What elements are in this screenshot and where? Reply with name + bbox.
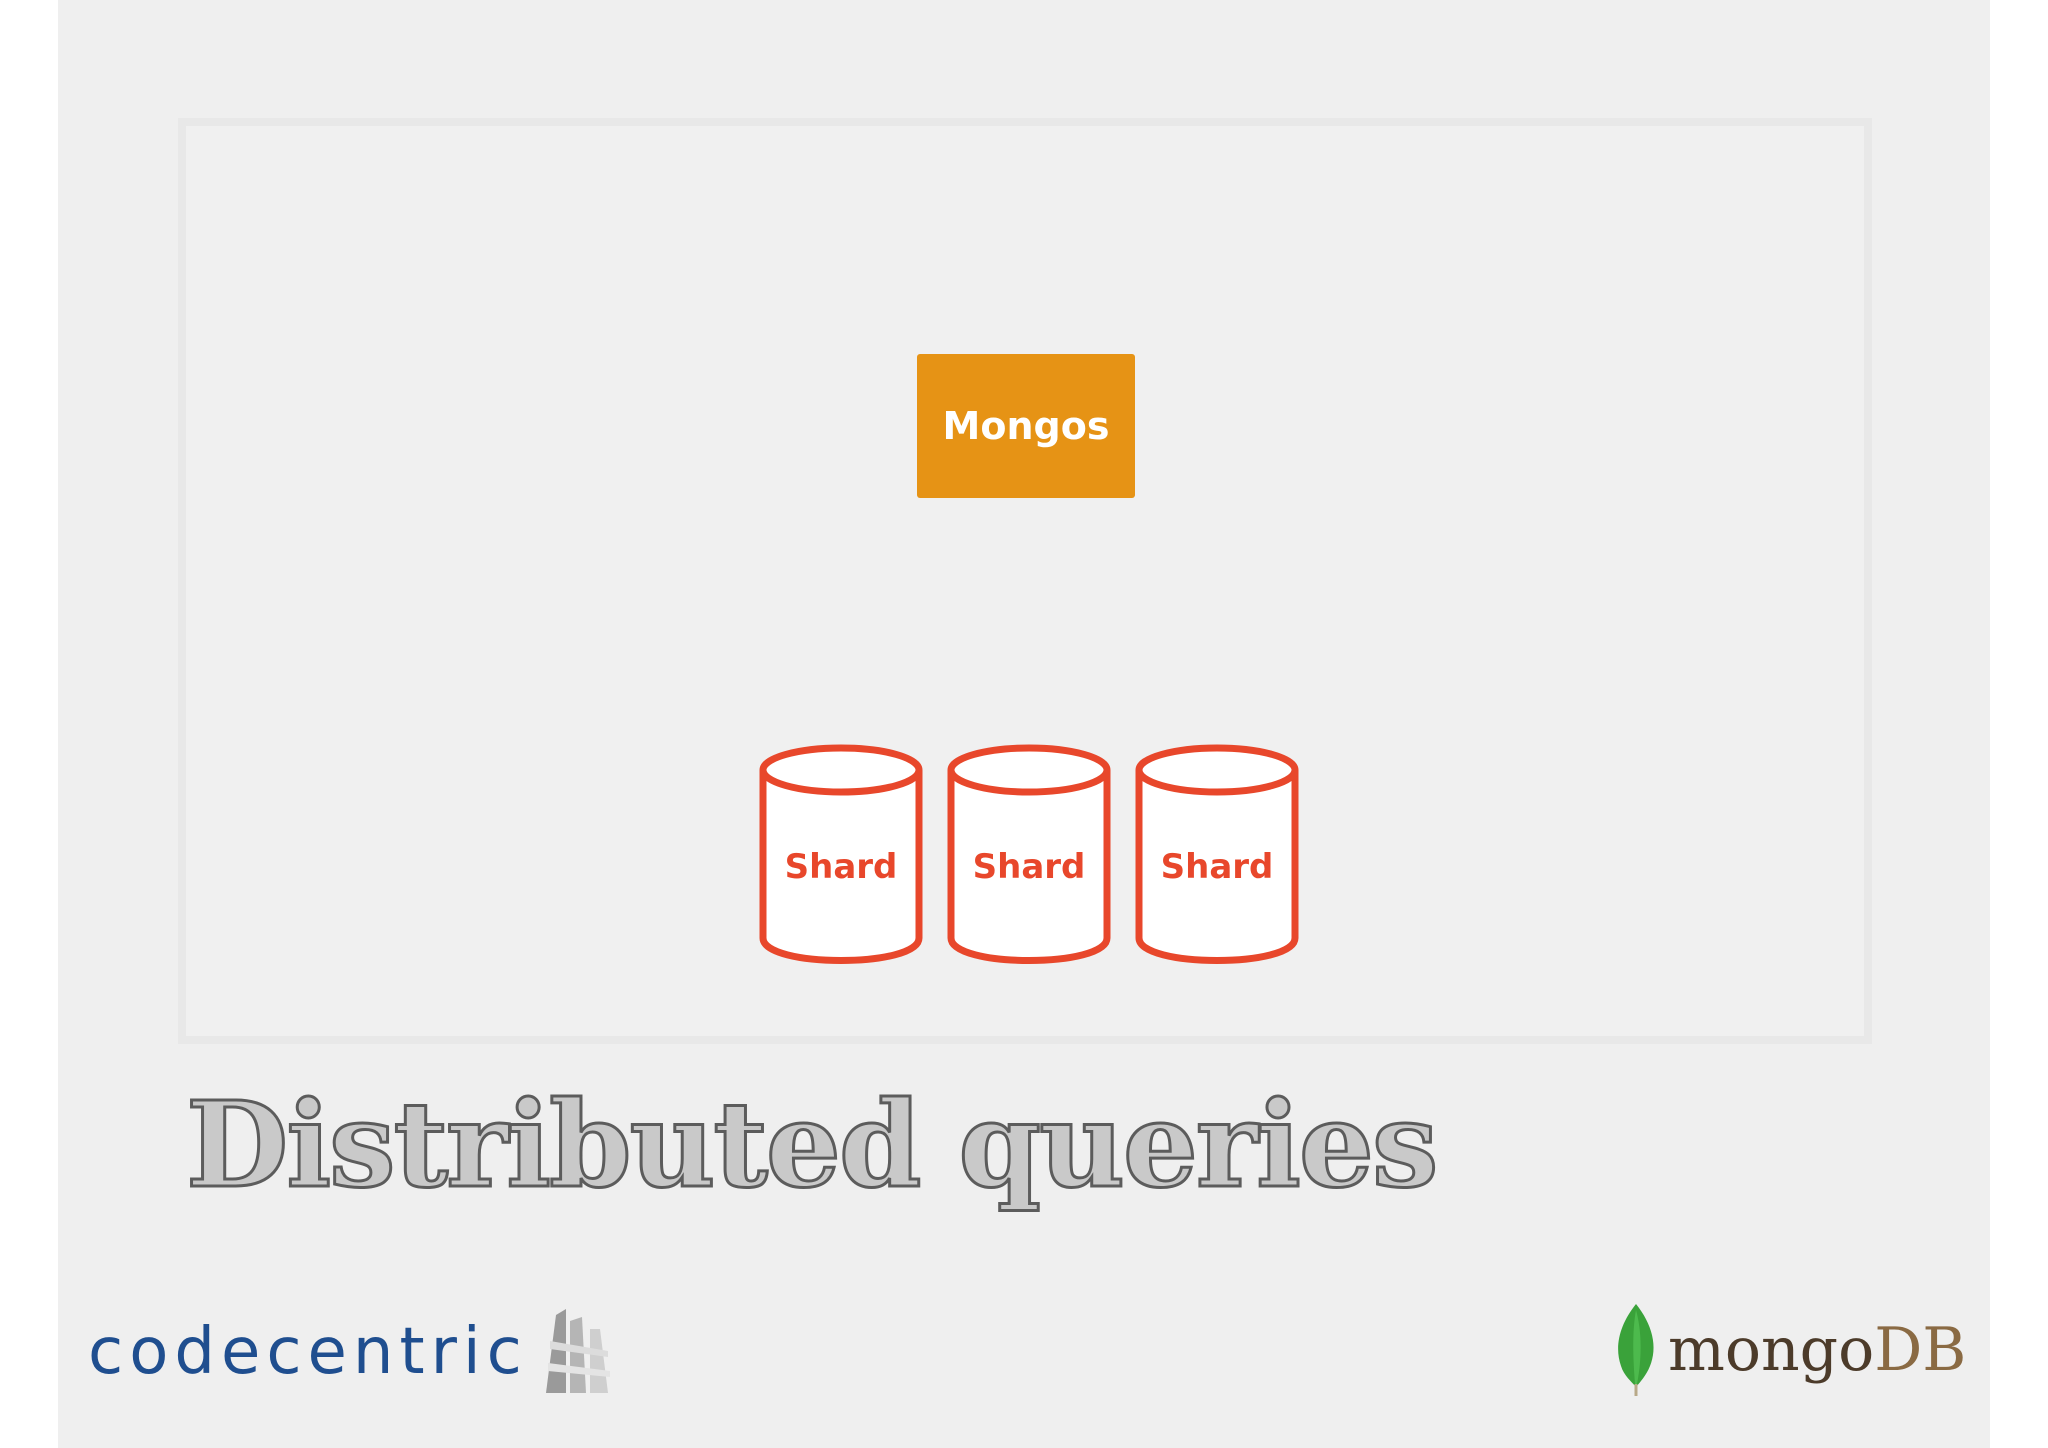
mongodb-logo-text: mongoDB — [1668, 1315, 1966, 1385]
database-cylinder-icon — [1135, 744, 1299, 964]
slide-title: Distributed queries — [184, 1074, 1439, 1216]
codecentric-wings-icon — [545, 1309, 610, 1393]
shard-cylinder: Shard — [1131, 742, 1303, 974]
mongos-router-box: Mongos — [917, 354, 1135, 498]
codecentric-logo: codecentric — [88, 1302, 614, 1402]
shard-cylinder: Shard — [755, 742, 927, 974]
mongodb-logo-text-suffix: DB — [1874, 1315, 1967, 1385]
mongos-label: Mongos — [942, 404, 1110, 448]
database-cylinder-icon — [759, 744, 923, 964]
codecentric-logo-text: codecentric — [88, 1315, 528, 1389]
shard-label: Shard — [784, 847, 898, 887]
mongodb-leaf-icon — [1618, 1304, 1654, 1396]
database-cylinder-icon — [947, 744, 1111, 964]
shard-label: Shard — [1160, 847, 1274, 887]
mongodb-logo: mongoDB — [1612, 1300, 1966, 1400]
mongodb-logo-text-main: mongo — [1668, 1315, 1875, 1385]
shard-cylinder: Shard — [943, 742, 1115, 974]
shard-label: Shard — [972, 847, 1086, 887]
